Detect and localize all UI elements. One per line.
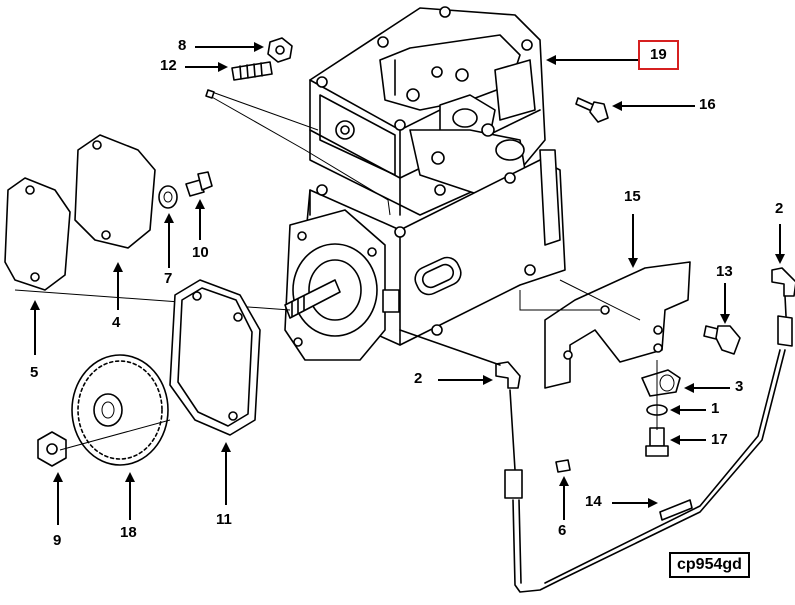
part-12-stud — [231, 61, 273, 81]
figure-code-label: cp954gd — [669, 552, 750, 578]
callout-16[interactable]: 16 — [699, 96, 716, 113]
callout-18[interactable]: 18 — [120, 524, 137, 541]
callout-3[interactable]: 3 — [735, 378, 744, 395]
callout-5[interactable]: 5 — [30, 364, 39, 381]
callout-8[interactable]: 8 — [178, 37, 187, 54]
part-17-bolt — [645, 427, 669, 457]
callout-14[interactable]: 14 — [585, 493, 602, 510]
callout-10[interactable]: 10 — [192, 244, 209, 261]
callout-17[interactable]: 17 — [711, 431, 728, 448]
part-9-nut — [37, 431, 67, 467]
callout-12[interactable]: 12 — [160, 57, 177, 74]
callout-15[interactable]: 15 — [624, 188, 641, 205]
part-2-elbow-fitting-right — [771, 267, 795, 297]
part-6-plug — [555, 459, 571, 473]
callout-4[interactable]: 4 — [112, 314, 121, 331]
part-18-gear — [71, 354, 169, 466]
callout-11[interactable]: 11 — [216, 511, 232, 528]
callout-2-right[interactable]: 2 — [775, 200, 784, 217]
compressor-assembly — [284, 6, 566, 361]
part-13-bolt — [703, 325, 741, 355]
part-8-nut — [267, 37, 293, 63]
part-3-clamp — [641, 369, 681, 397]
callout-arrows — [30, 42, 785, 525]
part-7-washer — [158, 185, 178, 209]
callout-9[interactable]: 9 — [53, 532, 62, 549]
callout-6[interactable]: 6 — [558, 522, 567, 539]
part-5-gasket — [4, 177, 71, 291]
callout-7[interactable]: 7 — [164, 270, 173, 287]
callout-2-left[interactable]: 2 — [414, 370, 423, 387]
callout-19-highlighted[interactable]: 19 — [638, 40, 679, 70]
callout-13[interactable]: 13 — [716, 263, 733, 280]
part-11-gasket — [169, 279, 261, 436]
part-15-bracket — [544, 261, 691, 389]
part-4-cover-plate — [74, 134, 156, 249]
part-16-bolt — [575, 97, 609, 123]
part-14-tube — [399, 295, 793, 593]
callout-1[interactable]: 1 — [711, 400, 720, 417]
part-10-bolt — [185, 171, 213, 197]
part-2-elbow-fitting-left — [495, 361, 521, 389]
